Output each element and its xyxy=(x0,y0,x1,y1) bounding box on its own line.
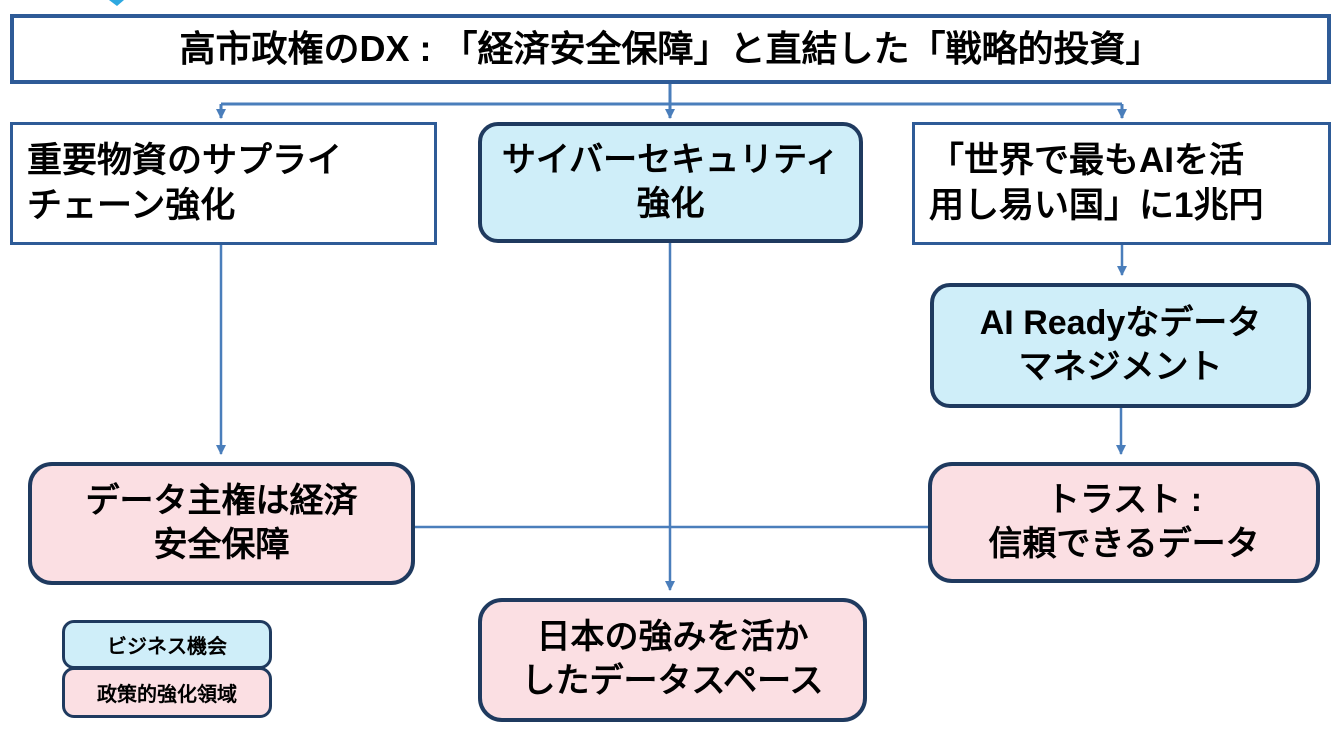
connector-title-branch xyxy=(221,84,1122,106)
legend-policy-area: 政策的強化領域 xyxy=(62,667,272,718)
node-ai-ready: AI Readyなデータ マネジメント xyxy=(930,283,1311,408)
node-title: 高市政権のDX : 「経済安全保障」と直結した「戦略的投資」 xyxy=(10,14,1331,84)
node-data-space: 日本の強みを活か したデータスペース xyxy=(478,598,867,722)
node-ai-country: 「世界で最もAIを活 用し易い国」に1兆円 xyxy=(912,122,1331,245)
cursor-artifact-icon xyxy=(109,0,124,6)
node-supply-chain: 重要物資のサプライ チェーン強化 xyxy=(10,122,437,245)
node-data-sovereignty: データ主権は経済 安全保障 xyxy=(28,462,415,585)
legend-business-opportunity: ビジネス機会 xyxy=(62,620,272,669)
node-trust: トラスト : 信頼できるデータ xyxy=(928,462,1320,583)
node-cyber-security: サイバーセキュリティ 強化 xyxy=(478,122,863,243)
